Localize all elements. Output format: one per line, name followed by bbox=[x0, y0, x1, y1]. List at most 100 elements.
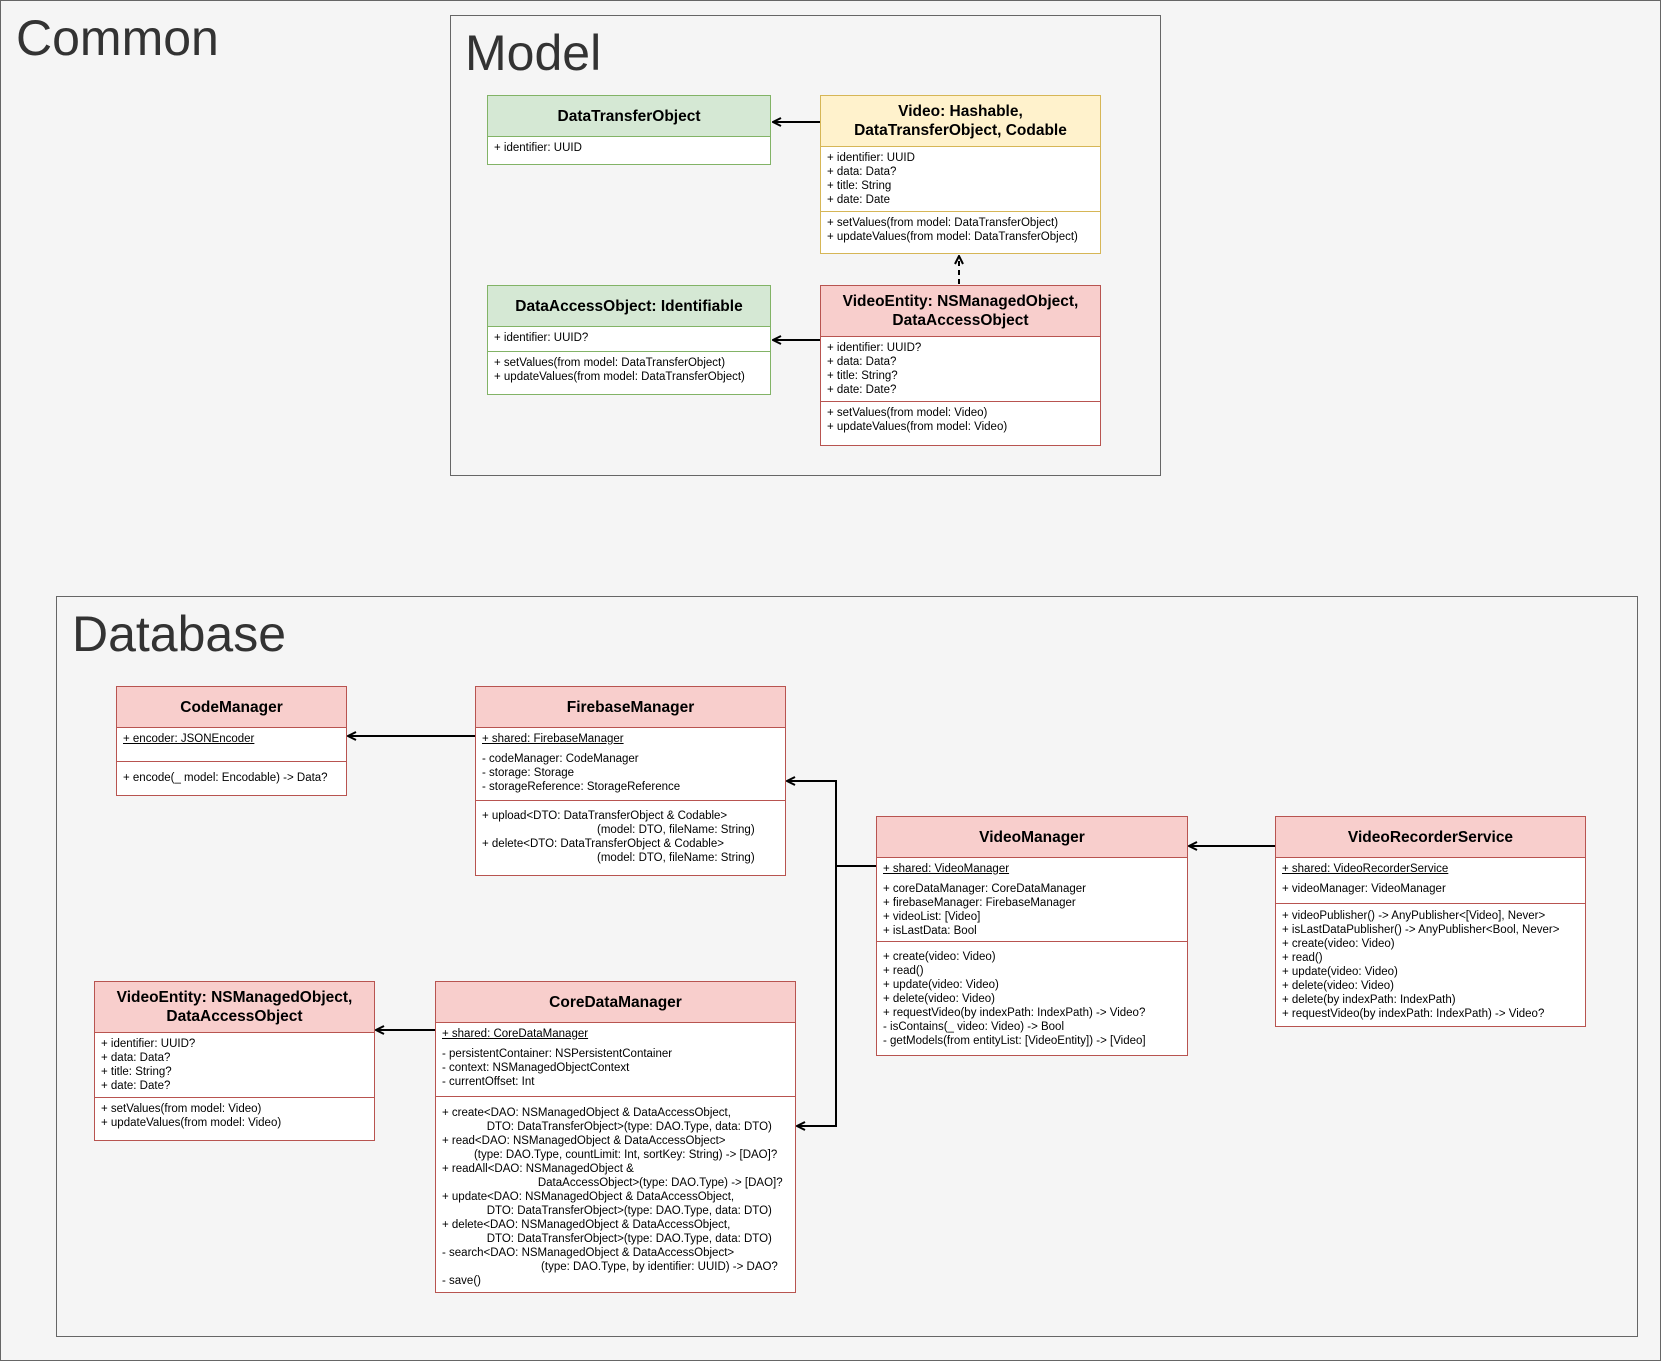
methods-section: + videoPublisher() -> AnyPublisher<[Vide… bbox=[1276, 903, 1585, 1025]
attribute: + data: Data? bbox=[827, 356, 897, 368]
method: + setValues(from model: Video) bbox=[101, 1103, 262, 1115]
method: + videoPublisher() -> AnyPublisher<[Vide… bbox=[1282, 910, 1546, 922]
method: + requestVideo(by indexPath: IndexPath) … bbox=[883, 1007, 1146, 1019]
attributes-section: + identifier: UUID? + data: Data? + titl… bbox=[821, 336, 1100, 401]
method: DataAccessObject>(type: DAO.Type) -> [DA… bbox=[442, 1177, 783, 1189]
methods-section: + setValues(from model: Video) + updateV… bbox=[821, 401, 1100, 438]
class-title: DataAccessObject: Identifiable bbox=[488, 286, 770, 326]
class-code-manager[interactable]: CodeManager + encoder: JSONEncoder + enc… bbox=[116, 686, 347, 796]
class-firebase-manager[interactable]: FirebaseManager + shared: FirebaseManage… bbox=[475, 686, 786, 876]
method: + read() bbox=[1282, 952, 1323, 964]
attribute: - currentOffset: Int bbox=[442, 1076, 535, 1088]
method: DTO: DataTransferObject>(type: DAO.Type,… bbox=[442, 1121, 772, 1133]
method: + setValues(from model: DataTransferObje… bbox=[827, 217, 1059, 229]
attribute: + date: Date? bbox=[827, 384, 897, 396]
attribute: + identifier: UUID? bbox=[494, 332, 589, 344]
method: + delete<DAO: NSManagedObject & DataAcce… bbox=[442, 1219, 731, 1231]
class-title: VideoEntity: NSManagedObject, DataAccess… bbox=[821, 286, 1100, 336]
methods-section: + create<DAO: NSManagedObject & DataAcce… bbox=[436, 1096, 795, 1292]
class-title: FirebaseManager bbox=[476, 687, 785, 727]
method: + create<DAO: NSManagedObject & DataAcce… bbox=[442, 1107, 731, 1119]
method: + updateValues(from model: Video) bbox=[101, 1117, 282, 1129]
methods-section: + encode(_ model: Encodable) -> Data? bbox=[117, 761, 346, 789]
method: + updateValues(from model: DataTransferO… bbox=[827, 231, 1078, 243]
method: + update<DAO: NSManagedObject & DataAcce… bbox=[442, 1191, 735, 1203]
class-core-data-manager[interactable]: CoreDataManager + shared: CoreDataManage… bbox=[435, 981, 796, 1293]
static-attribute: + shared: CoreDataManager bbox=[442, 1028, 589, 1040]
class-title: VideoManager bbox=[877, 817, 1187, 857]
database-title: Database bbox=[72, 606, 287, 662]
method: + isLastDataPublisher() -> AnyPublisher<… bbox=[1282, 924, 1560, 936]
method: + read<DAO: NSManagedObject & DataAccess… bbox=[442, 1135, 726, 1147]
model-title: Model bbox=[465, 25, 602, 81]
class-video-manager[interactable]: VideoManager + shared: VideoManager + co… bbox=[876, 816, 1188, 1056]
attributes-section: + shared: VideoRecorderService + videoMa… bbox=[1276, 857, 1585, 903]
class-video[interactable]: Video: Hashable, DataTransferObject, Cod… bbox=[820, 95, 1101, 254]
attribute: + date: Date bbox=[827, 194, 890, 206]
method: + delete(by indexPath: IndexPath) bbox=[1282, 994, 1456, 1006]
method: + requestVideo(by indexPath: IndexPath) … bbox=[1282, 1008, 1545, 1020]
attribute: - storage: Storage bbox=[482, 767, 575, 779]
attribute: + identifier: UUID? bbox=[827, 342, 922, 354]
attribute: + identifier: UUID? bbox=[101, 1038, 196, 1050]
attribute: + identifier: UUID bbox=[494, 142, 582, 154]
method: + readAll<DAO: NSManagedObject & bbox=[442, 1163, 634, 1175]
attributes-section: + identifier: UUID? bbox=[488, 326, 770, 351]
attribute: + title: String? bbox=[101, 1066, 172, 1078]
method: + delete(video: Video) bbox=[1282, 980, 1394, 992]
method: + update(video: Video) bbox=[883, 979, 999, 991]
method: (type: DAO.Type, by identifier: UUID) ->… bbox=[442, 1261, 778, 1273]
attribute: + identifier: UUID bbox=[827, 152, 915, 164]
attribute: - persistentContainer: NSPersistentConta… bbox=[442, 1048, 673, 1060]
static-attribute: + encoder: JSONEncoder bbox=[123, 733, 255, 745]
method: + updateValues(from model: DataTransferO… bbox=[494, 371, 745, 383]
static-section: + encoder: JSONEncoder bbox=[117, 727, 346, 761]
method: + create(video: Video) bbox=[1282, 938, 1395, 950]
attributes-section: + shared: VideoManager + coreDataManager… bbox=[877, 857, 1187, 941]
attributes-section: + shared: CoreDataManager - persistentCo… bbox=[436, 1022, 795, 1096]
class-data-transfer-object[interactable]: DataTransferObject + identifier: UUID bbox=[487, 95, 771, 165]
method: + delete<DTO: DataTransferObject & Codab… bbox=[482, 838, 724, 850]
attribute: - context: NSManagedObjectContext bbox=[442, 1062, 630, 1074]
attribute: - codeManager: CodeManager bbox=[482, 753, 639, 765]
method: + read() bbox=[883, 965, 924, 977]
method: DTO: DataTransferObject>(type: DAO.Type,… bbox=[442, 1205, 772, 1217]
attribute: + videoList: [Video] bbox=[883, 911, 981, 923]
attribute: + firebaseManager: FirebaseManager bbox=[883, 897, 1076, 909]
method: + setValues(from model: Video) bbox=[827, 407, 988, 419]
attribute: + title: String? bbox=[827, 370, 898, 382]
class-data-access-object[interactable]: DataAccessObject: Identifiable + identif… bbox=[487, 285, 771, 395]
class-title: VideoEntity: NSManagedObject, DataAccess… bbox=[95, 982, 374, 1032]
method: (model: DTO, fileName: String) bbox=[482, 852, 755, 864]
class-title: CoreDataManager bbox=[436, 982, 795, 1022]
methods-section: + upload<DTO: DataTransferObject & Codab… bbox=[476, 800, 785, 869]
method: + encode(_ model: Encodable) -> Data? bbox=[123, 772, 328, 784]
method: DTO: DataTransferObject>(type: DAO.Type,… bbox=[442, 1233, 772, 1245]
method: (type: DAO.Type, countLimit: Int, sortKe… bbox=[442, 1149, 778, 1161]
static-attribute: + shared: VideoRecorderService bbox=[1282, 863, 1449, 875]
attribute: + videoManager: VideoManager bbox=[1282, 883, 1446, 895]
class-title: VideoRecorderService bbox=[1276, 817, 1585, 857]
class-video-entity-db[interactable]: VideoEntity: NSManagedObject, DataAccess… bbox=[94, 981, 375, 1141]
attributes-section: + shared: FirebaseManager - codeManager:… bbox=[476, 727, 785, 800]
methods-section: + setValues(from model: DataTransferObje… bbox=[821, 211, 1100, 248]
class-title: DataTransferObject bbox=[488, 96, 770, 136]
class-video-recorder-service[interactable]: VideoRecorderService + shared: VideoReco… bbox=[1275, 816, 1586, 1027]
method: - save() bbox=[442, 1275, 481, 1287]
method: - getModels(from entityList: [VideoEntit… bbox=[883, 1035, 1146, 1047]
attribute: - storageReference: StorageReference bbox=[482, 781, 681, 793]
method: + upload<DTO: DataTransferObject & Codab… bbox=[482, 810, 728, 822]
attribute: + data: Data? bbox=[101, 1052, 171, 1064]
method: (model: DTO, fileName: String) bbox=[482, 824, 755, 836]
methods-section: + setValues(from model: DataTransferObje… bbox=[488, 351, 770, 388]
attribute: + coreDataManager: CoreDataManager bbox=[883, 883, 1086, 895]
method: + delete(video: Video) bbox=[883, 993, 995, 1005]
attribute: + date: Date? bbox=[101, 1080, 171, 1092]
method: + update(video: Video) bbox=[1282, 966, 1398, 978]
class-title: CodeManager bbox=[117, 687, 346, 727]
attributes-section: + identifier: UUID? + data: Data? + titl… bbox=[95, 1032, 374, 1097]
method: - isContains(_ video: Video) -> Bool bbox=[883, 1021, 1065, 1033]
method: + setValues(from model: DataTransferObje… bbox=[494, 357, 726, 369]
class-video-entity-model[interactable]: VideoEntity: NSManagedObject, DataAccess… bbox=[820, 285, 1101, 446]
methods-section: + create(video: Video) + read() + update… bbox=[877, 941, 1187, 1052]
